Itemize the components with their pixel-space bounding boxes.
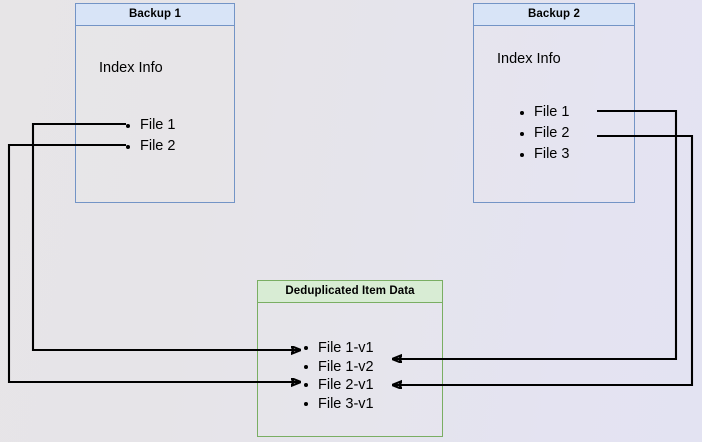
list-item: File 1-v1 xyxy=(303,339,374,358)
list-item: File 3-v1 xyxy=(303,395,374,414)
list-item: File 1-v2 xyxy=(303,358,374,377)
node-backup-1[interactable]: Backup 1 xyxy=(75,3,235,203)
list-item: File 1 xyxy=(519,102,569,123)
node-backup-2-header: Backup 2 xyxy=(474,4,634,26)
node-backup-2-file-list: File 1 File 2 File 3 xyxy=(519,102,569,165)
node-backup-2-index-label: Index Info xyxy=(497,51,561,67)
list-item: File 2 xyxy=(519,123,569,144)
list-item: File 1 xyxy=(125,115,175,136)
list-item: File 2 xyxy=(125,136,175,157)
list-item: File 3 xyxy=(519,144,569,165)
node-backup-1-file-list: File 1 File 2 xyxy=(125,115,175,157)
node-backup-1-index-label: Index Info xyxy=(99,60,163,76)
list-item: File 2-v1 xyxy=(303,376,374,395)
node-deduplicated-item-data-file-list: File 1-v1 File 1-v2 File 2-v1 File 3-v1 xyxy=(303,339,374,413)
node-deduplicated-item-data-header: Deduplicated Item Data xyxy=(258,281,442,303)
node-backup-1-header: Backup 1 xyxy=(76,4,234,26)
